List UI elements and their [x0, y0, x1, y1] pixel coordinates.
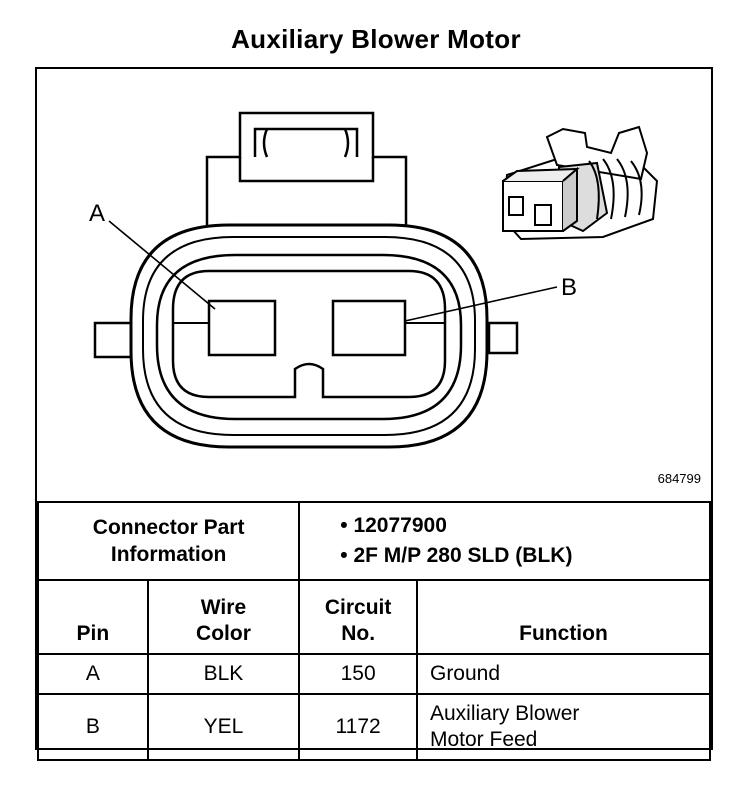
circuit-cell: 150	[298, 653, 418, 695]
connector-inner-rim	[155, 253, 463, 421]
wire-color-cell: BLK	[146, 653, 301, 695]
table-row: B YEL 1172 Auxiliary Blower Motor Feed	[37, 693, 712, 761]
terminal-b	[331, 299, 407, 357]
connector-figure-frame: A B 684799	[35, 67, 713, 761]
connector-outer-ring	[142, 236, 476, 436]
table-row: A BLK 150 Ground	[37, 653, 712, 695]
page-title: Auxiliary Blower Motor	[231, 24, 521, 54]
header-wire-line1: Wire	[200, 596, 247, 619]
connector-outer-body	[129, 223, 489, 449]
description-row: • 2F M/P 280 SLD (BLK)	[340, 541, 709, 571]
callout-a: A	[89, 200, 105, 227]
callout-a-leader	[108, 220, 216, 310]
callout-b: B	[561, 274, 577, 301]
header-circuit: Circuit No.	[298, 579, 418, 655]
circuit-cell: 1172	[298, 693, 418, 761]
bullet-icon: •	[340, 514, 348, 537]
pinout-table-wrapper: Connector Part Information • 12077900 • …	[36, 501, 712, 761]
header-pin: Pin	[37, 579, 149, 655]
connector-info-label: Connector Part Information	[36, 501, 301, 581]
connector-face-drawing: A B	[89, 111, 659, 449]
connector-info-row: Connector Part Information • 12077900 • …	[36, 501, 711, 581]
latch-housing	[205, 111, 408, 227]
pin-cell: A	[37, 653, 149, 695]
pin-cell: B	[37, 693, 149, 761]
connector-info-label-line1: Connector Part	[92, 516, 245, 539]
function-cell: Auxiliary Blower Motor Feed	[415, 693, 712, 761]
terminal-a	[207, 299, 277, 357]
header-circuit-line1: Circuit	[324, 596, 392, 619]
part-number: 12077900	[353, 514, 447, 537]
connector-isometric-icon	[501, 125, 659, 241]
connector-description: 2F M/P 280 SLD (BLK)	[353, 544, 573, 567]
reference-number: 684799	[657, 471, 701, 486]
header-circuit-line2: No.	[341, 622, 376, 645]
header-function: Function	[415, 579, 712, 655]
connector-info-label-line2: Information	[110, 543, 227, 566]
table-header-row: Pin Wire Color Circuit No. Function	[37, 579, 712, 655]
function-line1: Auxiliary Blower	[429, 702, 580, 725]
function-line2: Motor Feed	[429, 728, 538, 751]
callout-b-leader	[404, 286, 558, 322]
connector-info-values: • 12077900 • 2F M/P 280 SLD (BLK)	[298, 501, 711, 581]
header-wire-line2: Color	[196, 622, 251, 645]
pinout-table: Connector Part Information • 12077900 • …	[36, 501, 712, 761]
part-number-row: • 12077900	[340, 511, 709, 541]
header-wire-color: Wire Color	[146, 579, 301, 655]
bullet-icon: •	[340, 544, 348, 567]
function-cell: Ground	[415, 653, 712, 695]
terminal-cavity	[171, 269, 447, 399]
wire-color-cell: YEL	[146, 693, 301, 761]
